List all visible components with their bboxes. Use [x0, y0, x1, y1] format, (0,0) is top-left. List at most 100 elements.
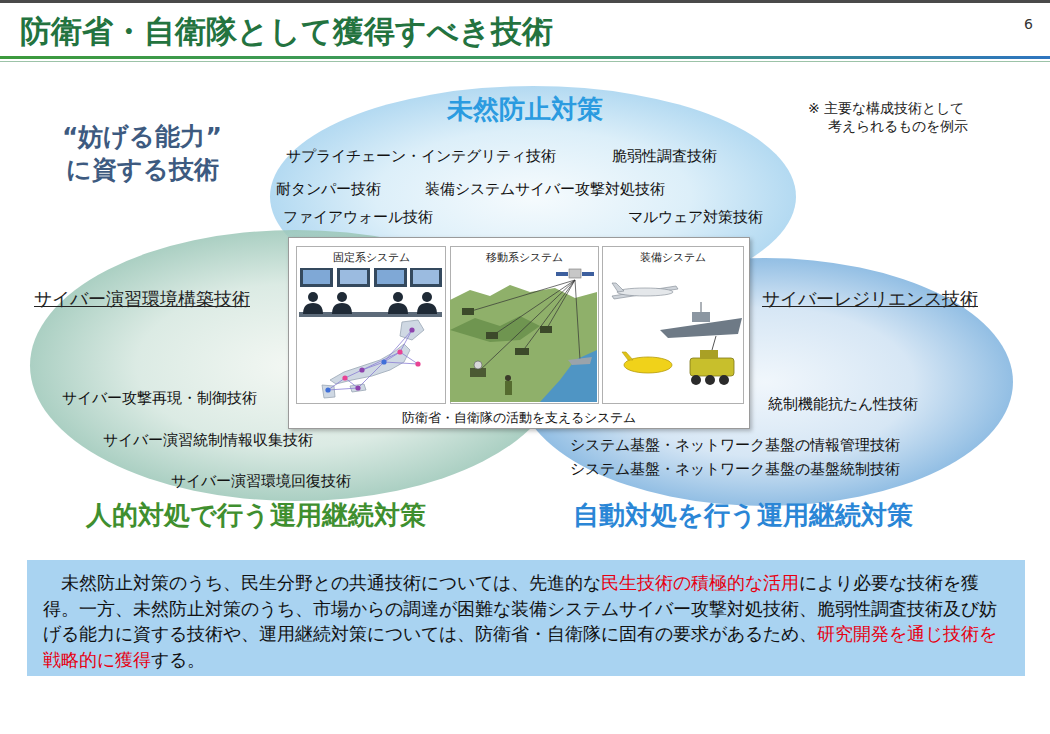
tech-item: 脆弱性調査技術	[612, 147, 717, 165]
ellipse-fill	[517, 258, 1013, 506]
vehicle	[540, 326, 552, 333]
drone-tail	[612, 283, 624, 292]
monitor-screen	[303, 270, 330, 284]
network-node	[415, 361, 420, 366]
desk	[299, 312, 442, 317]
command-center-picture	[299, 268, 442, 317]
network-node	[381, 359, 386, 364]
operator-head	[337, 292, 347, 302]
drone-wing	[612, 286, 678, 299]
monitor	[300, 268, 333, 287]
group-heading: 未然防止対策	[447, 94, 603, 125]
tech-item: システム基盤・ネットワーク基盤の情報管理技術	[570, 436, 900, 454]
satellite-body	[569, 269, 581, 278]
uuv-body	[624, 357, 672, 373]
map-island	[350, 384, 366, 392]
sea	[540, 350, 597, 402]
title-rule-thin	[0, 61, 1050, 62]
network-node	[342, 375, 347, 380]
ground-station	[470, 368, 486, 377]
slide-title: 防衛省・自衛隊として獲得すべき技術	[20, 13, 553, 50]
vehicle-body	[690, 358, 734, 376]
note-text: する。	[151, 649, 205, 670]
map-island	[330, 344, 410, 384]
dish-antenna	[474, 361, 482, 369]
note-highlight: 民生技術の積極的な活用	[601, 572, 799, 593]
uuv-fin	[622, 352, 633, 360]
vehicle	[515, 348, 529, 355]
tech-item: サイバー演習統制情報収集技術	[103, 431, 313, 449]
soldier-head	[505, 375, 511, 381]
vehicle	[462, 308, 474, 315]
japan-network-map	[322, 320, 424, 398]
note-text: 未然防止対策のうち、民生分野との共通技術については、先進的な	[61, 572, 601, 593]
vehicle-antenna	[712, 336, 716, 350]
ship-hull	[660, 318, 742, 338]
tech-item: ファイアウォール技術	[283, 208, 433, 226]
ship-mast	[701, 302, 702, 312]
wheel	[691, 375, 701, 385]
note: ※ 主要な構成技術として 考えられるものを例示	[808, 100, 1033, 135]
page-number: 6	[1024, 16, 1033, 34]
monitor-screen	[377, 270, 404, 284]
tech-item: 統制機能抗たん性技術	[768, 395, 918, 413]
tech-item: サプライチェーン・インテグリティ技術	[286, 147, 556, 165]
operator-head	[308, 292, 318, 302]
system-panel: 移動系システム	[450, 246, 599, 404]
operator-head	[393, 292, 403, 302]
operator-head	[422, 292, 432, 302]
group-heading: 人的対処で行う運用継続対策	[86, 500, 426, 531]
wheel	[705, 375, 715, 385]
ship-bridge	[692, 312, 710, 322]
network-links	[328, 330, 418, 390]
monitor	[337, 268, 370, 287]
mobile-system-picture	[450, 269, 597, 402]
soldier-body	[505, 381, 512, 395]
hill	[450, 316, 540, 342]
equipment-system-picture	[612, 283, 742, 385]
network-node	[409, 327, 414, 332]
satellite-panel	[556, 272, 568, 276]
tech-item: マルウェア対策技術	[628, 208, 763, 226]
monitor-screen	[340, 270, 367, 284]
monitor	[410, 268, 442, 287]
operator-body	[417, 303, 437, 314]
ship	[568, 357, 592, 365]
group-heading: 自動対処を行う運用継続対策	[573, 500, 913, 531]
monitor	[374, 268, 407, 287]
group-subheading: サイバー演習環境構築技術	[34, 288, 250, 310]
tech-item: システム基盤・ネットワーク基盤の基盤統制技術	[570, 460, 900, 478]
network-node	[397, 349, 402, 354]
satellite-panel	[582, 272, 594, 276]
group-subheading: サイバーレジリエンス技術	[762, 288, 978, 310]
operator-body	[303, 303, 323, 314]
operator-body	[388, 303, 408, 314]
vehicle	[486, 332, 498, 339]
map-island	[322, 385, 335, 398]
network-node	[359, 367, 364, 372]
system-panel: 装備システム	[602, 246, 744, 404]
map-island	[400, 320, 424, 340]
radio-links	[468, 280, 580, 372]
monitor-screen	[413, 270, 439, 284]
panel-title: 移動系システム	[451, 251, 598, 264]
box-caption: 防衛省・自衛隊の活動を支えるシステム	[289, 410, 749, 426]
wheel	[719, 375, 729, 385]
drone-body	[617, 288, 673, 296]
top-strip	[0, 0, 1050, 3]
side-heading: “妨げる能力” に資する技術	[36, 121, 248, 186]
venn-ellipse: サイバーレジリエンス技術統制機能抗たん性技術システム基盤・ネットワーク基盤の情報…	[515, 256, 1015, 508]
network-node	[325, 387, 330, 392]
tech-item: サイバー演習環境回復技術	[171, 472, 351, 490]
network-node	[355, 385, 360, 390]
vehicle-turret	[700, 350, 718, 359]
terrain	[450, 285, 597, 402]
panel-title: 固定系システム	[297, 251, 445, 264]
note-box: 未然防止対策のうち、民生分野との共通技術については、先進的な民生技術の積極的な活…	[27, 560, 1025, 676]
tech-item: 耐タンパー技術	[276, 180, 381, 198]
operator-body	[332, 303, 352, 314]
panel-title: 装備システム	[603, 251, 743, 264]
title-rule	[0, 56, 1050, 59]
system-box: 防衛省・自衛隊の活動を支えるシステム 固定系システム移動系システム装備システム	[288, 237, 750, 429]
